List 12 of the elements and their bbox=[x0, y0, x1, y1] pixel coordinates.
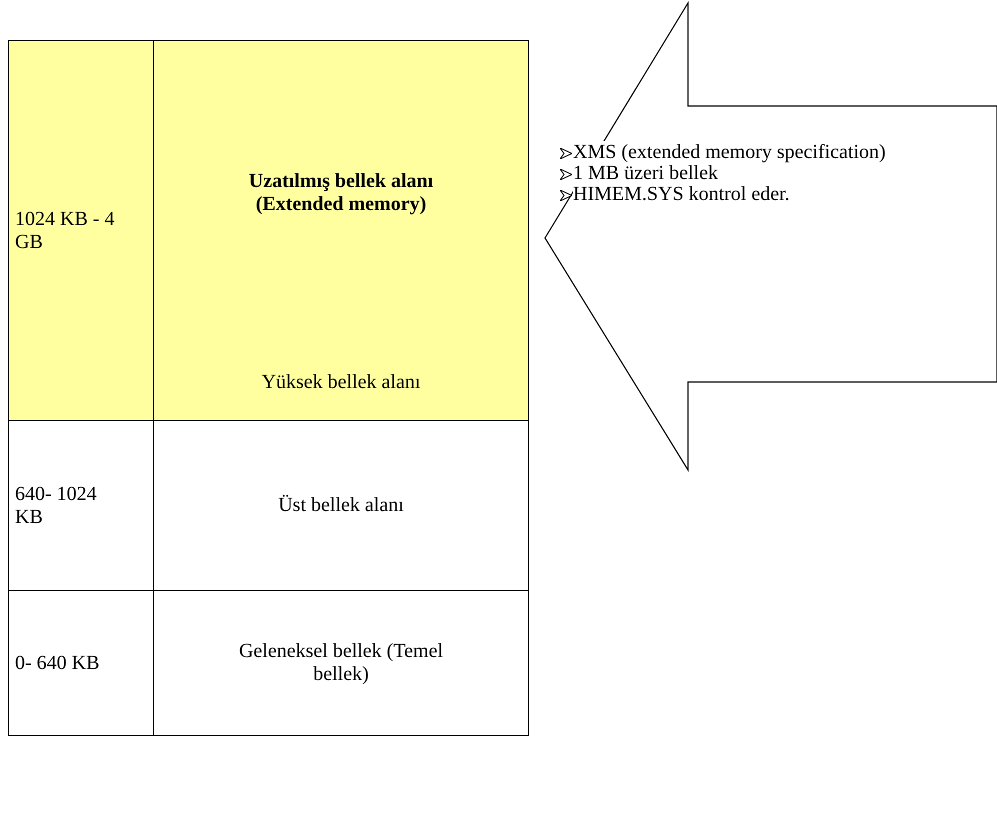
table-cell bbox=[8, 40, 154, 421]
table-cell bbox=[153, 40, 529, 346]
memory-area-label: Geleneksel bellek (Temel bellek) bbox=[238, 640, 444, 686]
address-range: 0- 640 KB bbox=[15, 652, 100, 674]
memory-area-label: Uzatılmış bellek alanı (Extended memory) bbox=[248, 170, 434, 216]
table-cell bbox=[153, 345, 529, 421]
address-range: 1024 KB - 4 GB bbox=[15, 208, 116, 254]
memory-area-label: Üst bellek alanı bbox=[278, 494, 404, 517]
memory-area-label: Yüksek bellek alanı bbox=[262, 371, 420, 394]
address-range: 640- 1024 KB bbox=[15, 482, 98, 528]
table-cell bbox=[8, 590, 154, 736]
table-cell bbox=[153, 590, 529, 736]
